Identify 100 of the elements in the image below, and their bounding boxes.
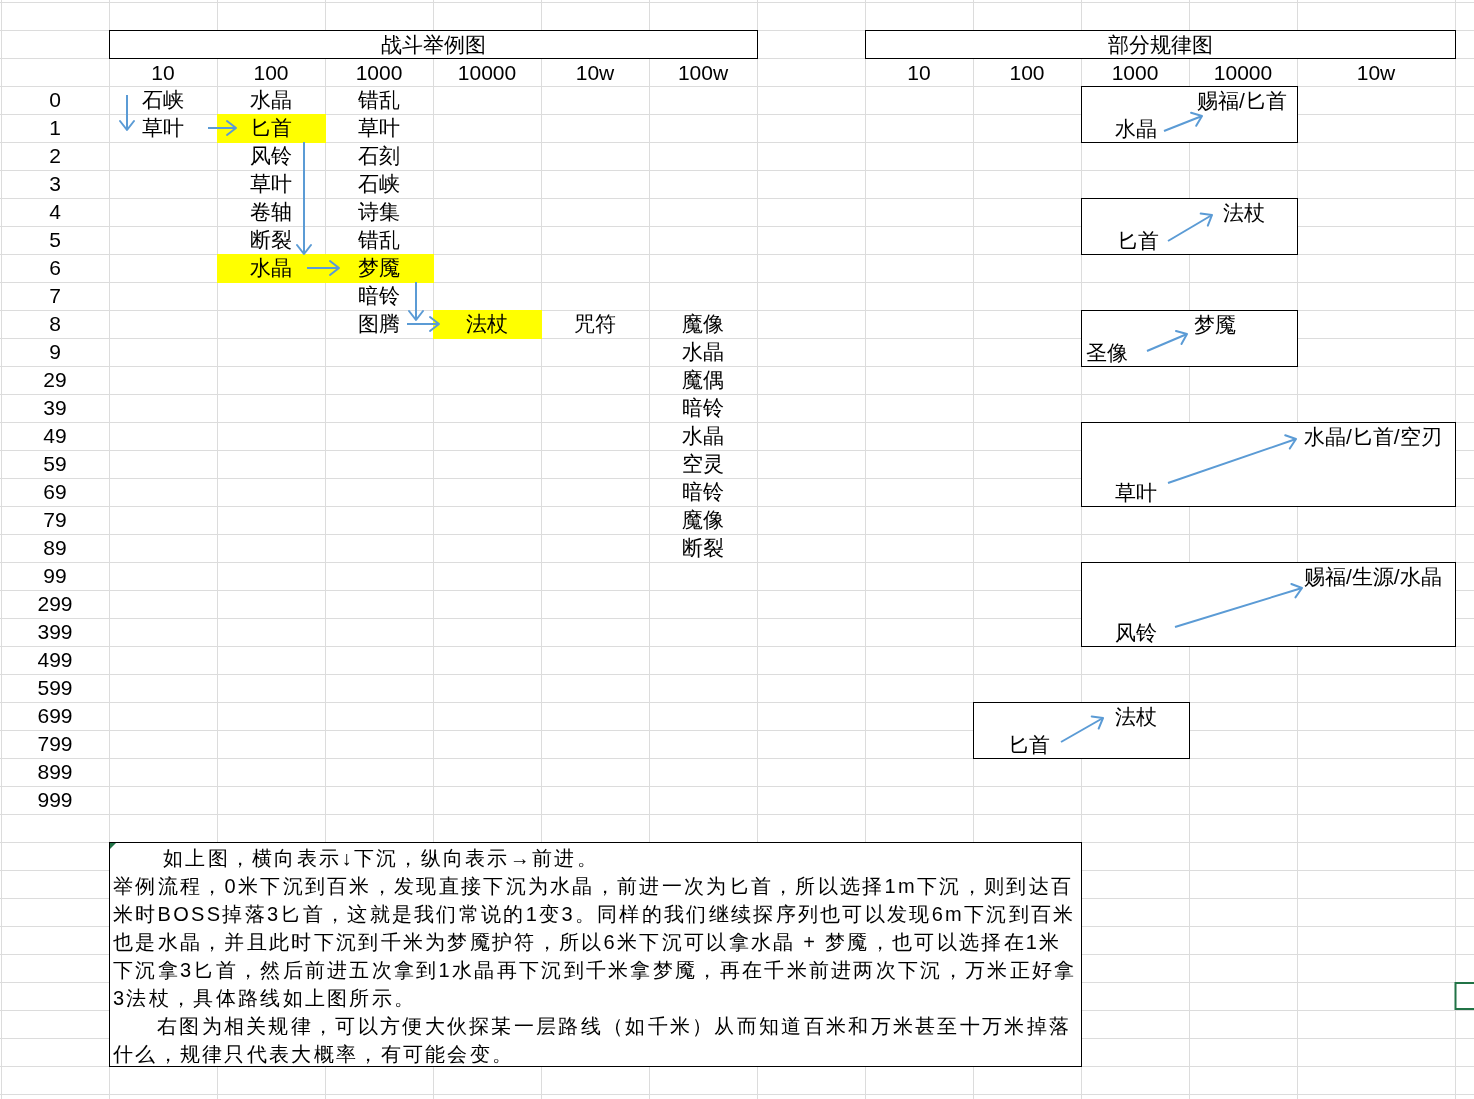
column-header: 100w <box>677 60 729 86</box>
cell-text: 断裂 <box>682 535 724 561</box>
row-number: 79 <box>43 507 67 533</box>
cell-text: 匕首 <box>236 114 307 142</box>
arrow <box>306 260 340 276</box>
cell-text: 水晶 <box>682 339 724 365</box>
row-number: 899 <box>37 759 73 785</box>
row-number: 699 <box>37 703 73 729</box>
cell-text: 卷轴 <box>250 199 292 225</box>
cell-text: 草叶 <box>250 171 292 197</box>
row-number: 499 <box>37 647 73 673</box>
column-header: 10000 <box>1213 60 1273 86</box>
outlined-box <box>973 702 1190 759</box>
cell-text: 图腾 <box>354 310 407 338</box>
column-header: 10000 <box>457 60 517 86</box>
text-box <box>109 842 1082 1067</box>
text-label: 赐福/生源/水晶 <box>1304 563 1442 591</box>
column-header: 10 <box>907 60 931 86</box>
row-number: 3 <box>49 171 61 197</box>
text-label: 水晶 <box>1115 115 1163 143</box>
text-label: 赐福/匕首 <box>1197 87 1287 115</box>
arrow <box>1174 582 1303 628</box>
heading-box: 战斗举例图 <box>109 30 758 59</box>
heading-box: 部分规律图 <box>865 30 1456 59</box>
cell-text: 暗铃 <box>682 395 724 421</box>
cell-text: 法杖 <box>439 310 511 338</box>
cell-text: 水晶 <box>250 87 292 113</box>
row-number: 299 <box>37 591 73 617</box>
outlined-box <box>1081 562 1456 647</box>
row-number: 799 <box>37 731 73 757</box>
column-header: 1000 <box>1111 60 1159 86</box>
cell-text: 石峡 <box>127 86 187 114</box>
cell-text: 魔偶 <box>682 367 724 393</box>
text-label: 梦魇 <box>1188 311 1236 339</box>
column-header: 10w <box>575 60 615 86</box>
cell-text: 水晶 <box>682 423 724 449</box>
outlined-box <box>1081 422 1456 507</box>
cell-text: 风铃 <box>250 143 292 169</box>
cell-text: 水晶 <box>245 254 307 282</box>
column-header: 100 <box>1009 60 1045 86</box>
row-number: 599 <box>37 675 73 701</box>
text-label: 法杖 <box>1213 199 1265 227</box>
text-label: 匕首 <box>1008 731 1060 759</box>
row-number: 69 <box>43 479 67 505</box>
arrow <box>406 316 440 332</box>
cell-text: 草叶 <box>358 115 400 141</box>
cell-text: 暗铃 <box>358 283 400 309</box>
row-number: 4 <box>49 199 61 225</box>
row-number: 9 <box>49 339 61 365</box>
row-number: 5 <box>49 227 61 253</box>
arrow <box>408 281 424 321</box>
text-label: 匕首 <box>1117 227 1167 255</box>
row-number: 2 <box>49 143 61 169</box>
text-label: 风铃 <box>1115 619 1174 647</box>
column-header: 100 <box>253 60 289 86</box>
row-number: 29 <box>43 367 67 393</box>
paragraph: 右图为相关规律，可以方便大伙探某一层路线（如千米）从而知道百米和万米甚至十万米掉落什么，规律只代表大概率，有可能会变。 <box>113 1014 1073 1067</box>
cell-text: 暗铃 <box>682 479 724 505</box>
cell-text: 石刻 <box>358 143 400 169</box>
cell-text: 咒符 <box>574 311 616 337</box>
column-header: 10 <box>151 60 175 86</box>
cell-text: 梦魇 <box>339 254 419 282</box>
outlined-box <box>1081 86 1298 143</box>
arrow <box>1060 715 1104 743</box>
arrow <box>207 120 237 136</box>
cell-text: 草叶 <box>127 114 208 142</box>
text-label: 法杖 <box>1104 703 1157 731</box>
arrow <box>1146 330 1188 352</box>
row-number: 59 <box>43 451 67 477</box>
text-label: 草叶 <box>1115 479 1167 507</box>
cell-text: 错乱 <box>358 227 400 253</box>
row-number: 1 <box>49 115 61 141</box>
row-number: 0 <box>49 87 61 113</box>
cell-text: 错乱 <box>358 87 400 113</box>
arrow <box>1163 111 1203 132</box>
arrow <box>1167 212 1213 242</box>
outlined-box <box>1081 198 1298 255</box>
column-header: 1000 <box>355 60 403 86</box>
cell-text: 石峡 <box>358 171 400 197</box>
column-header: 10w <box>1356 60 1396 86</box>
row-number: 49 <box>43 423 67 449</box>
text-label: 圣像 <box>1086 339 1146 367</box>
row-number: 8 <box>49 311 61 337</box>
cell-text: 魔像 <box>682 311 724 337</box>
cell-text: 魔像 <box>682 507 724 533</box>
paragraph: 如上图，横向表示↓下沉，纵向表示→前进。 <box>162 846 600 871</box>
row-number: 99 <box>43 563 67 589</box>
arrow <box>1167 434 1297 484</box>
row-number: 6 <box>49 255 61 281</box>
cell-text: 空灵 <box>682 451 724 477</box>
row-number: 39 <box>43 395 67 421</box>
cell-text: 诗集 <box>358 199 400 225</box>
arrow <box>296 141 312 255</box>
row-number: 399 <box>37 619 73 645</box>
cell-text: 断裂 <box>250 227 292 253</box>
row-number: 89 <box>43 535 67 561</box>
text-label: 水晶/匕首/空刃 <box>1297 423 1442 451</box>
paragraph: 举例流程，0米下沉到百米，发现直接下沉为水晶，前进一次为匕首，所以选择1m下沉，则到达百米时BOSS掉落3匕首，这就是我们常说的1变3。同样的我们继续探序列也可以发现6m下沉到百米也是水晶，并且此时下沉到千米为梦魇护符，所以6米下沉可以拿水晶 + 梦魇，也可以选择在1米下沉拿3匕首，然后前进五次拿到1水晶再下沉到千米拿梦魇，再在千米前进两次下沉，万米正好拿3法杖，具体路线如上图所示。 <box>113 874 1078 1011</box>
row-number: 7 <box>49 283 61 309</box>
outlined-box <box>1081 310 1298 367</box>
